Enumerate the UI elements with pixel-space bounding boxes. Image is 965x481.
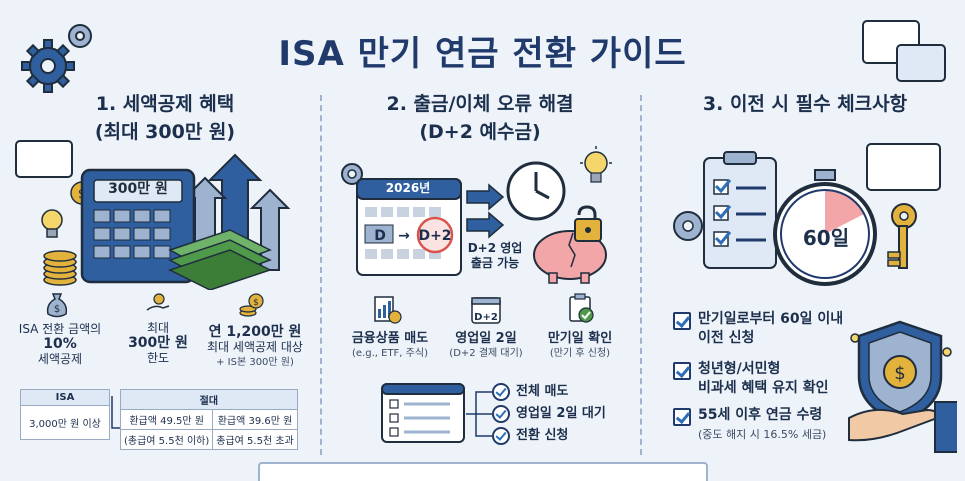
hand-coin-icon <box>146 293 170 311</box>
benefit-item-line1: 연 1,200만 원 <box>208 324 302 340</box>
page-title: ISA 만기 연금 전환 가이드 <box>278 34 687 74</box>
requirement-item: 55세 이후 연금 수령 (중도 해지 시 16.5% 세금) <box>698 406 826 444</box>
checklist-item: 전환 신청 <box>516 428 569 443</box>
speech-bubble-icon <box>866 143 941 191</box>
step-item: 금융상품 매도 (e.g., ETF, 주식) <box>335 331 445 361</box>
coins-icon: $ <box>239 293 264 317</box>
checkbox-checked-icon <box>673 362 691 380</box>
arrow-right-icon <box>466 183 505 239</box>
section3-heading: 3. 이전 시 필수 체크사항 <box>702 93 908 115</box>
benefit-item-line3: 세액공제 <box>37 352 83 366</box>
gears-icon <box>21 24 92 93</box>
benefit-item-line3: 한도 <box>146 351 170 365</box>
section-divider <box>320 95 322 455</box>
svg-text:$: $ <box>894 363 905 384</box>
benefit-item-line1: 최대 <box>146 321 170 335</box>
key-icon <box>887 203 917 269</box>
section2-heading-line1: 2. 출금/이체 오류 해결 <box>386 93 574 115</box>
step-item-title: 영업일 2일 <box>455 331 517 346</box>
checklist-item: 전체 매도 <box>516 384 569 399</box>
requirement-line2: (중도 해지 시 16.5% 세금) <box>698 428 827 441</box>
speech-bubble-icon <box>862 20 920 64</box>
table-header: ISA <box>20 389 110 406</box>
step-item-sub: (D+2 결제 대기) <box>449 348 523 359</box>
svg-text:$: $ <box>54 304 60 315</box>
stopwatch-icon <box>773 169 877 286</box>
form-document-icon <box>381 383 465 443</box>
step-item-title: 만기일 확인 <box>547 331 613 346</box>
calendar-arrow: → <box>398 228 410 244</box>
step-item-sub: (e.g., ETF, 주식) <box>352 348 428 359</box>
step-item-title: 금융상품 매도 <box>351 331 429 346</box>
refund-table-left: ISA 3,000만 원 이상 <box>20 389 110 440</box>
calendar-day-from: D <box>374 228 386 244</box>
lightbulb-icon <box>580 146 612 183</box>
calendar-year: 2026년 <box>385 181 431 195</box>
requirement-line1: 청년형/서민형 <box>698 361 781 377</box>
withdraw-note: D+2 영업 출금 가능 <box>466 241 524 271</box>
clock-icon <box>506 161 566 221</box>
check-circle-icon <box>492 427 510 445</box>
benefit-item: 최대 300만 원 한도 <box>108 321 208 366</box>
requirement-line1: 만기일로부터 60일 이내 <box>698 311 844 327</box>
requirement-item: 만기일로부터 60일 이내 이전 신청 <box>698 310 843 348</box>
check-circle-icon <box>492 405 510 423</box>
step-item-sub: (만기 후 신청) <box>549 348 611 359</box>
chart-document-icon <box>374 296 402 324</box>
withdraw-note-line2: 출금 가능 <box>470 256 520 270</box>
table-cell: 3,000만 원 이상 <box>20 405 110 440</box>
money-bag-icon: $ <box>46 293 68 318</box>
requirement-line2: 비과세 혜택 유지 확인 <box>698 380 829 396</box>
benefit-item-line3: + IS본 300만 원) <box>216 357 294 368</box>
check-circle-icon <box>492 383 510 401</box>
step-item: 영업일 2일 (D+2 결제 대기) <box>431 331 541 361</box>
requirement-item: 청년형/서민형 비과세 혜택 유지 확인 <box>698 360 829 398</box>
calculator-money-illustration: $ <box>41 153 291 290</box>
calculator-display-label: 300만 원 <box>108 181 168 197</box>
shield-hand-icon: $ <box>848 320 957 453</box>
calendar-d2-label: D+2 <box>474 312 498 323</box>
benefit-item: 연 1,200만 원 최대 세액공제 대상 + IS본 300만 원) <box>195 325 315 370</box>
svg-text:$: $ <box>253 298 259 308</box>
step-item: 만기일 확인 (만기 후 신청) <box>525 331 635 361</box>
clipboard-checklist-icon <box>703 151 777 269</box>
withdraw-note-line1: D+2 영업 <box>467 241 523 255</box>
bottom-panel <box>258 462 708 481</box>
benefit-item: ISA 전환 금액의 10% 세액공제 <box>10 322 110 367</box>
refund-table-right: 절대 환급액 49.5만 원 환급액 39.6만 원 (총급여 5.5천 이하)… <box>119 389 298 450</box>
table-header: 절대 <box>120 389 298 410</box>
piggy-bank-lock-icon <box>533 205 607 284</box>
section2-heading: 2. 출금/이체 오류 해결 (D+2 예수금) <box>340 90 620 146</box>
table-cell: 환급액 49.5만 원 <box>119 409 214 430</box>
speech-bubble-icon <box>896 44 946 82</box>
speech-bubble-icon <box>15 140 73 178</box>
benefit-item-line1: ISA 전환 금액의 <box>18 322 102 336</box>
table-cell: (총급여 5.5천 이하) <box>119 429 214 450</box>
checkbox-checked-icon <box>673 408 691 426</box>
benefit-item-line2: 10% <box>43 336 77 352</box>
table-cell: 총급여 5.5천 초과 <box>212 429 298 450</box>
requirement-line2: 이전 신청 <box>698 330 755 346</box>
table-cell: 환급액 39.6만 원 <box>212 409 298 430</box>
section1-heading: 1. 세액공제 혜택 (최대 300만 원) <box>40 90 290 146</box>
gear-icon <box>341 163 363 185</box>
benefit-item-line2: 최대 세액공제 대상 <box>207 340 303 354</box>
requirement-line1: 55세 이후 연금 수령 <box>698 407 823 423</box>
calendar-day-to: D+2 <box>418 228 452 244</box>
section1-heading-line2: (최대 300만 원) <box>94 121 236 143</box>
checklist-item: 영업일 2일 대기 <box>516 406 606 421</box>
calendar-d2-icon <box>471 297 501 324</box>
clipboard-check-icon <box>569 293 594 323</box>
stopwatch-label: 60일 <box>802 226 850 250</box>
gear-icon <box>673 211 703 241</box>
section1-heading-line1: 1. 세액공제 혜택 <box>95 93 235 115</box>
section-divider <box>640 95 642 455</box>
checkbox-checked-icon <box>673 312 691 330</box>
section2-heading-line2: (D+2 예수금) <box>419 121 541 143</box>
connector-lines <box>466 391 492 437</box>
benefit-item-line2: 300만 원 <box>128 335 188 351</box>
calendar-icon <box>356 178 462 276</box>
